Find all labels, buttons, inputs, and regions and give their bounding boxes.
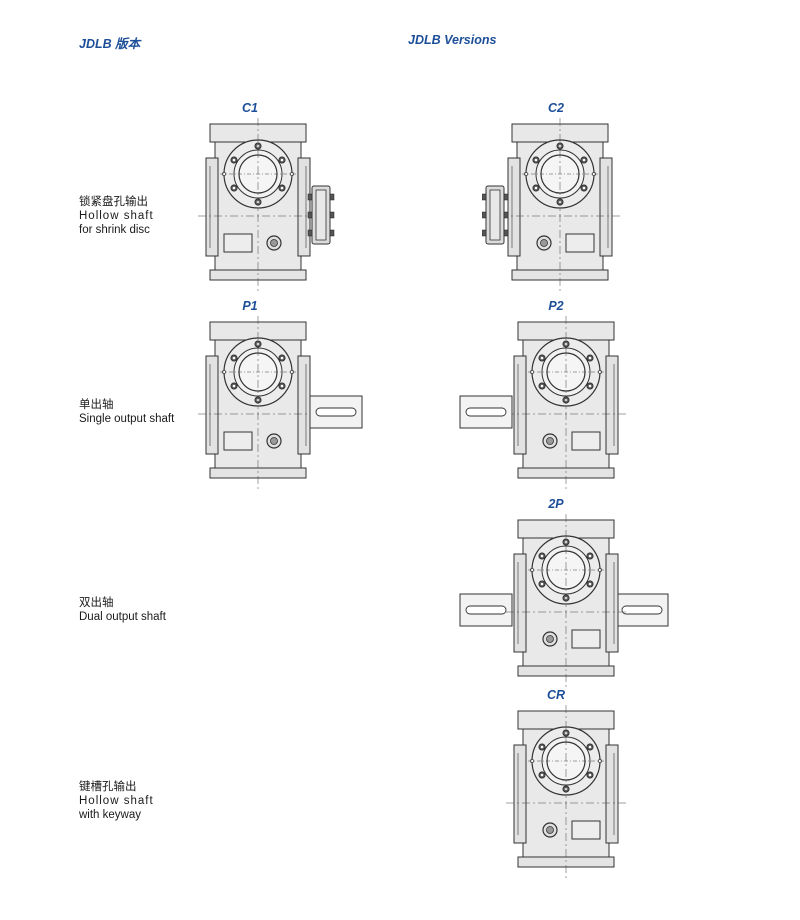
row-label-en: Single output shaft xyxy=(79,413,175,425)
gearbox-drawing-cr xyxy=(482,703,682,883)
row-label-cn: 锁紧盘孔输出 xyxy=(79,196,148,208)
gearbox-drawing-c2 xyxy=(482,116,682,296)
row-label-en: Dual output shaft xyxy=(79,611,166,623)
row-label-cn: 双出轴 xyxy=(79,597,114,609)
version-label-p1: P1 xyxy=(242,299,258,313)
version-label-2p: 2P xyxy=(548,497,564,511)
version-label-c1: C1 xyxy=(242,101,258,115)
page-title-en: JDLB Versions xyxy=(408,33,497,47)
version-label-cr: CR xyxy=(546,688,566,702)
gearbox-drawing-p2 xyxy=(456,314,656,494)
version-label-p2: P2 xyxy=(548,299,564,313)
row-label-single-output: 单出轴 Single output shaft xyxy=(79,398,174,426)
row-label-en: Hollow shaft xyxy=(79,795,154,807)
row-label-shrink-disc: 锁紧盘孔输出 Hollow shaft for shrink disc xyxy=(79,195,154,237)
gearbox-drawing-p1 xyxy=(196,314,396,494)
row-label-en: with keyway xyxy=(79,809,141,821)
page-title-cn: JDLB 版本 xyxy=(79,37,141,51)
row-label-keyway: 键槽孔输出 Hollow shaft with keyway xyxy=(79,780,154,822)
gearbox-drawing-2p xyxy=(456,512,676,692)
row-label-cn: 单出轴 xyxy=(79,399,114,411)
row-label-cn: 键槽孔输出 xyxy=(79,781,137,793)
version-label-c2: C2 xyxy=(548,101,564,115)
row-label-en: for shrink disc xyxy=(79,224,150,236)
gearbox-drawing-c1 xyxy=(196,116,396,296)
row-label-dual-output: 双出轴 Dual output shaft xyxy=(79,596,166,624)
row-label-en: Hollow shaft xyxy=(79,210,154,222)
